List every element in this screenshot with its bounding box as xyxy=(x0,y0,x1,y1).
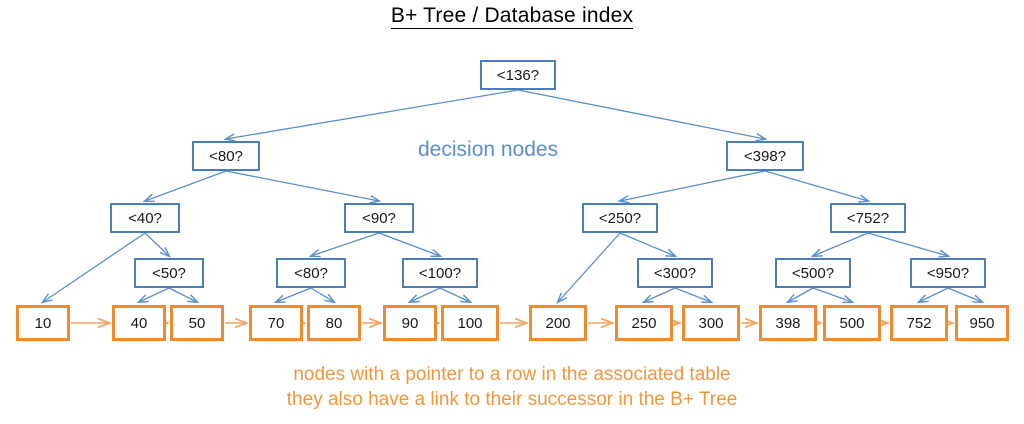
leaf-node-752[interactable]: 752 xyxy=(890,305,948,341)
edge xyxy=(812,287,852,302)
edge xyxy=(867,232,948,256)
edge xyxy=(620,170,766,201)
edge xyxy=(813,232,869,256)
leaf-node-950[interactable]: 950 xyxy=(955,305,1009,341)
decision-node-90[interactable]: <90? xyxy=(344,203,414,233)
decision-node-500[interactable]: <500? xyxy=(775,258,851,288)
leaf-node-70[interactable]: 70 xyxy=(249,305,303,341)
edge xyxy=(919,287,949,302)
decision-node-80[interactable]: <80? xyxy=(192,141,260,171)
edge xyxy=(168,287,197,302)
leaf-node-90[interactable]: 90 xyxy=(383,305,437,341)
page-title-text: B+ Tree / Database index xyxy=(390,4,634,29)
decision-node-80[interactable]: <80? xyxy=(276,258,346,288)
leaf-node-80[interactable]: 80 xyxy=(307,305,361,341)
edge xyxy=(788,287,814,302)
edge xyxy=(439,287,470,302)
leaf-node-10[interactable]: 10 xyxy=(16,305,70,341)
edge xyxy=(139,287,170,302)
edge xyxy=(947,287,982,302)
leaf-node-50[interactable]: 50 xyxy=(170,305,224,341)
edge xyxy=(226,89,519,139)
decision-node-950[interactable]: <950? xyxy=(910,258,986,288)
leaf-node-100[interactable]: 100 xyxy=(441,305,499,341)
decision-nodes-label: decision nodes xyxy=(418,138,559,161)
edge xyxy=(310,287,334,302)
decision-node-250[interactable]: <250? xyxy=(582,203,658,233)
edge xyxy=(145,170,227,201)
edge xyxy=(378,232,440,256)
edge xyxy=(311,232,380,256)
edge xyxy=(619,232,675,256)
edge xyxy=(276,287,312,302)
edge xyxy=(517,89,765,139)
edge xyxy=(764,170,868,201)
leaf-node-300[interactable]: 300 xyxy=(682,305,740,341)
decision-node-100[interactable]: <100? xyxy=(402,258,478,288)
decision-node-752[interactable]: <752? xyxy=(830,203,906,233)
edge xyxy=(644,287,676,302)
leaf-node-398[interactable]: 398 xyxy=(759,305,817,341)
edge xyxy=(558,232,621,302)
edge xyxy=(225,170,379,201)
leaf-caption-line-2: they also have a link to their successor… xyxy=(286,389,738,410)
decision-node-398[interactable]: <398? xyxy=(726,141,804,171)
edge xyxy=(410,287,441,302)
leaf-caption-line-1: nodes with a pointer to a row in the ass… xyxy=(293,364,731,385)
page-title: B+ Tree / Database index xyxy=(0,4,1024,29)
leaf-node-200[interactable]: 200 xyxy=(529,305,587,341)
decision-node-40[interactable]: <40? xyxy=(110,203,180,233)
leaf-node-500[interactable]: 500 xyxy=(823,305,881,341)
decision-node-300[interactable]: <300? xyxy=(637,258,713,288)
edge xyxy=(43,232,146,302)
decision-node-136[interactable]: <136? xyxy=(480,60,556,90)
leaf-node-250[interactable]: 250 xyxy=(615,305,673,341)
leaf-node-40[interactable]: 40 xyxy=(112,305,166,341)
edge xyxy=(674,287,711,302)
edge xyxy=(144,232,169,256)
decision-node-50[interactable]: <50? xyxy=(134,258,204,288)
